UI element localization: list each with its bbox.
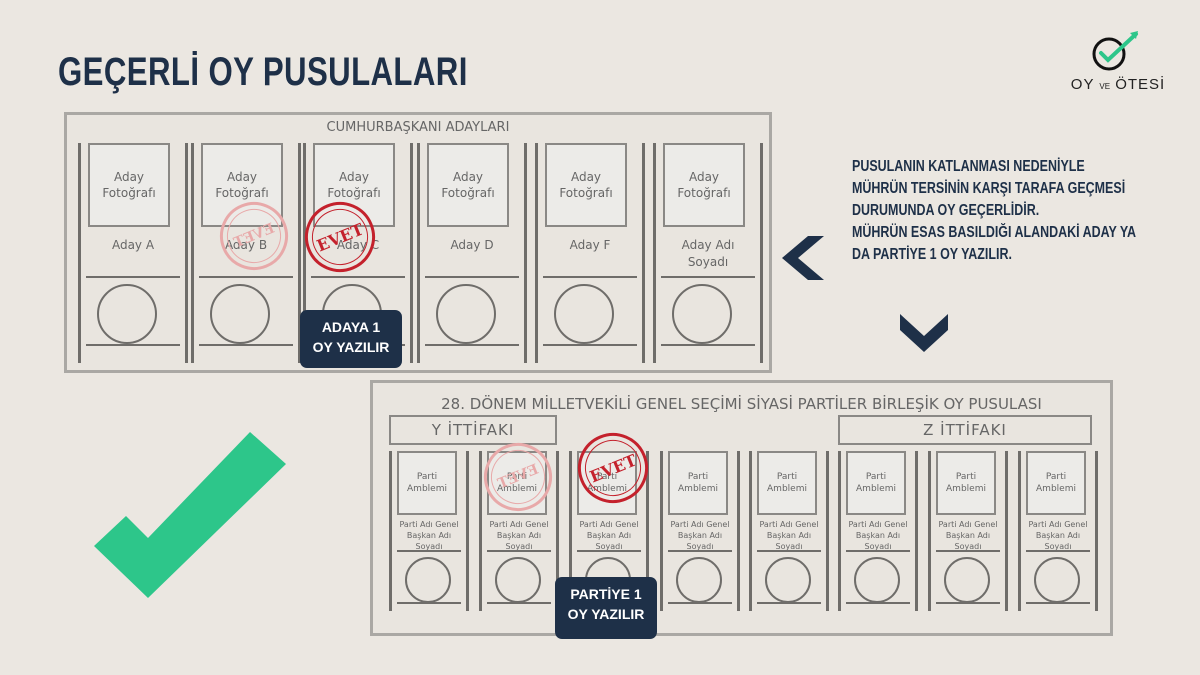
divider bbox=[668, 550, 732, 552]
divider bbox=[661, 276, 755, 278]
candidate-photo-box: Aday Fotoğrafı bbox=[663, 143, 745, 227]
divider bbox=[577, 550, 641, 552]
party-emblem-box: Parti Amblemi bbox=[668, 451, 728, 515]
divider bbox=[757, 550, 821, 552]
divider bbox=[199, 344, 293, 346]
divider bbox=[668, 602, 732, 604]
divider bbox=[543, 344, 637, 346]
divider bbox=[846, 602, 910, 604]
party-info: Parti Adı Genel Başkan Adı Soyadı bbox=[759, 520, 819, 552]
party-emblem-box: Parti Amblemi bbox=[846, 451, 906, 515]
info-line: DURUMUNDA OY GEÇERLİDİR. bbox=[852, 202, 1040, 219]
party-info: Parti Adı Genel Başkan Adı Soyadı bbox=[579, 520, 639, 552]
party-emblem-box: Parti Amblemi bbox=[757, 451, 817, 515]
divider bbox=[1026, 550, 1090, 552]
candidate-name: Aday A bbox=[111, 238, 155, 252]
party-emblem-box: Parti Amblemi bbox=[1026, 451, 1086, 515]
candidate-photo-box: Aday Fotoğrafı bbox=[88, 143, 170, 227]
divider bbox=[846, 550, 910, 552]
stamp-circle[interactable] bbox=[210, 284, 270, 344]
party-info: Parti Adı Genel Başkan Adı Soyadı bbox=[670, 520, 730, 552]
stamp-circle[interactable] bbox=[765, 557, 811, 603]
party-info: Parti Adı Genel Başkan Adı Soyadı bbox=[938, 520, 998, 552]
ballot-title: 28. DÖNEM MİLLETVEKİLİ GENEL SEÇİMİ SİYA… bbox=[441, 395, 1042, 413]
candidate-photo-box: Aday Fotoğrafı bbox=[545, 143, 627, 227]
ballot-title: CUMHURBAŞKANI ADAYLARI bbox=[326, 120, 510, 135]
divider bbox=[425, 344, 519, 346]
party-emblem-box: Parti Amblemi bbox=[936, 451, 996, 515]
party-info: Parti Adı Genel Başkan Adı Soyadı bbox=[1028, 520, 1088, 552]
page-title: GEÇERLİ OY PUSULALARI bbox=[58, 50, 468, 94]
alliance-z-header: Z İTTİFAKI bbox=[838, 415, 1092, 445]
divider bbox=[487, 550, 551, 552]
arrow-left-icon bbox=[782, 236, 824, 280]
big-checkmark-icon bbox=[94, 432, 286, 598]
divider bbox=[757, 602, 821, 604]
divider bbox=[86, 344, 180, 346]
info-line: PUSULANIN KATLANMASI NEDENİYLE bbox=[852, 158, 1085, 175]
stamp-circle[interactable] bbox=[554, 284, 614, 344]
divider bbox=[397, 550, 461, 552]
party-emblem-box: Parti Amblemi bbox=[397, 451, 457, 515]
divider bbox=[425, 276, 519, 278]
party-info: Parti Adı Genel Başkan Adı Soyadı bbox=[848, 520, 908, 552]
arrow-down-icon bbox=[900, 314, 948, 352]
logo-text: OY VE ÖTESİ bbox=[1070, 76, 1166, 93]
info-text: PUSULANIN KATLANMASI NEDENİYLE MÜHRÜN TE… bbox=[852, 156, 1137, 266]
check-logo-icon bbox=[1092, 31, 1138, 71]
candidate-photo-box: Aday Fotoğrafı bbox=[427, 143, 509, 227]
party-info: Parti Adı Genel Başkan Adı Soyadı bbox=[399, 520, 459, 552]
candidate-name: Aday F bbox=[569, 238, 611, 252]
oy-ve-otesi-logo: OY VE ÖTESİ bbox=[1062, 28, 1174, 98]
info-line: DA PARTİYE 1 OY YAZILIR. bbox=[852, 246, 1012, 263]
divider bbox=[199, 276, 293, 278]
divider bbox=[543, 276, 637, 278]
parliamentary-ballot: 28. DÖNEM MİLLETVEKİLİ GENEL SEÇİMİ SİYA… bbox=[370, 380, 1113, 636]
stamp-circle[interactable] bbox=[854, 557, 900, 603]
candidate-name: Aday Adı Soyadı bbox=[681, 238, 735, 269]
stamp-circle[interactable] bbox=[97, 284, 157, 344]
stamp-circle[interactable] bbox=[944, 557, 990, 603]
party-info: Parti Adı Genel Başkan Adı Soyadı bbox=[489, 520, 549, 552]
stamp-circle[interactable] bbox=[405, 557, 451, 603]
candidate-name: Aday D bbox=[450, 238, 494, 252]
divider bbox=[661, 344, 755, 346]
divider bbox=[936, 550, 1000, 552]
stamp-circle[interactable] bbox=[495, 557, 541, 603]
info-line: MÜHRÜN ESAS BASILDIĞI ALANDAKİ ADAY YA bbox=[852, 224, 1137, 241]
alliance-y-header: Y İTTİFAKI bbox=[389, 415, 557, 445]
divider bbox=[487, 602, 551, 604]
divider bbox=[1026, 602, 1090, 604]
stamp-circle[interactable] bbox=[1034, 557, 1080, 603]
stamp-circle[interactable] bbox=[436, 284, 496, 344]
divider bbox=[86, 276, 180, 278]
stamp-circle[interactable] bbox=[672, 284, 732, 344]
info-line: MÜHRÜN TERSİNİN KARŞI TARAFA GEÇMESİ bbox=[852, 180, 1126, 197]
divider bbox=[397, 602, 461, 604]
divider bbox=[936, 602, 1000, 604]
divider bbox=[311, 276, 405, 278]
stamp-circle[interactable] bbox=[676, 557, 722, 603]
